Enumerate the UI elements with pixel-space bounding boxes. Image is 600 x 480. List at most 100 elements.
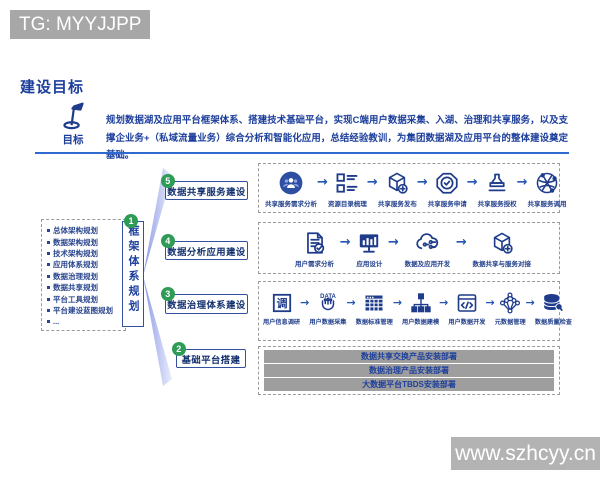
flow-step: 数据及应用开发 — [404, 230, 451, 268]
arrow-right-icon: → — [366, 175, 378, 190]
db-quality-icon — [541, 291, 565, 315]
page-title: 建设目标 — [20, 79, 85, 96]
flow-step-label: 用户数据开发 — [448, 319, 486, 326]
flow-step-label: 共享服务授权 — [477, 201, 517, 208]
arrow-right-icon: → — [416, 175, 428, 190]
divider — [35, 152, 569, 154]
platform-bars-box: 数据共享交换产品安装部署数据治理产品安装部署大数据平台TBDS安装部署 — [258, 346, 560, 395]
flow-step-label: 共享服务需求分析 — [265, 201, 317, 208]
flow-step-label: 用户信息调研 — [263, 319, 301, 326]
stage-label: 数据治理体系建设 — [167, 300, 246, 310]
flow-step: 数据标准管理 — [356, 291, 393, 326]
stage-label: 基础平台搭建 — [181, 354, 241, 365]
badge-check-icon — [434, 170, 460, 196]
plan-item-label: 平台建设蓝图规划 — [53, 305, 113, 315]
flow-step: 共享服务调用 — [528, 170, 567, 208]
plan-item-label: 应用体系规划 — [53, 260, 98, 270]
square-bullet-icon — [47, 320, 50, 324]
platform-bar: 数据共享交换产品安装部署 — [264, 350, 554, 363]
square-bullet-icon — [47, 240, 50, 244]
flow-step: 用户数据建模 — [402, 291, 439, 326]
arrow-right-icon: → — [466, 175, 478, 190]
flow-step: 数据共享与服务对接 — [472, 230, 531, 268]
flow-step-label: 资源目录梳理 — [327, 201, 367, 208]
list-item: 技术架构规划 — [47, 248, 123, 259]
arrow-right-icon: → — [300, 296, 310, 309]
plan-item-label: 数据架构规划 — [53, 237, 98, 247]
flow-step: 用户需求分析 — [295, 230, 334, 268]
flow-step-label: 数据标准管理 — [355, 319, 393, 326]
list-item: 总体架构规划 — [47, 225, 123, 236]
goal-label: 目标 — [62, 134, 84, 146]
flow-step-label: 数据及应用开发 — [404, 261, 451, 268]
network-icon — [498, 291, 522, 315]
flag-icon — [58, 100, 89, 131]
flow-step-label: 应用设计 — [356, 261, 383, 268]
svg-text:DATA: DATA — [320, 294, 336, 300]
flow-step: 元数据管理 — [495, 291, 526, 326]
flow-step: 共享服务需求分析 — [265, 170, 317, 208]
list-item: 数据治理规划 — [47, 271, 123, 282]
planning-list: 总体架构规划数据架构规划技术架构规划应用体系规划数据治理规划数据共享规划平台工具… — [41, 219, 126, 331]
arrow-right-icon: → — [388, 235, 399, 250]
cube-publish-icon — [489, 230, 515, 256]
list-item: 平台建设蓝图规划 — [47, 305, 123, 316]
list-item: 数据架构规划 — [47, 236, 123, 247]
flow-step: 数据质量检查 — [535, 291, 572, 326]
plan-item-label: 平台工具规划 — [53, 294, 98, 304]
list-item: 平台工具规划 — [47, 293, 123, 304]
square-bullet-icon — [47, 251, 50, 255]
plan-item-label: 数据治理规划 — [53, 271, 98, 281]
code-icon — [455, 291, 479, 315]
stage-number-badge: 1 — [124, 214, 138, 228]
plan-item-label: 技术架构规划 — [53, 248, 98, 258]
flow-step: 应用设计 — [356, 230, 382, 268]
plan-item-label: ... — [53, 317, 60, 327]
catalog-list-icon — [334, 170, 360, 196]
watermark: www.szhcyy.cn — [451, 437, 600, 470]
flow-step: 用户数据开发 — [448, 291, 486, 326]
flow-step-label: 共享服务发布 — [377, 201, 417, 208]
stage-label: 数据分析应用建设 — [167, 246, 246, 257]
flow-step-label: 共享服务申请 — [427, 201, 467, 208]
framework-box: 1 框架体系规划 — [122, 214, 144, 327]
square-bullet-icon — [47, 274, 50, 278]
globe-icon — [534, 170, 560, 196]
cloud-dev-icon — [414, 230, 440, 256]
flow-step: DATA 用户数据采集 — [309, 291, 346, 326]
flow-step: 共享服务授权 — [478, 170, 517, 208]
stage-number-badge: 5 — [161, 174, 175, 188]
flow-step-label: 用户数据采集 — [309, 319, 347, 326]
square-bullet-icon — [47, 286, 50, 290]
stage-number-badge: 4 — [161, 234, 175, 248]
arrow-right-icon: → — [392, 296, 403, 309]
list-item: 数据共享规划 — [47, 282, 123, 293]
square-bullet-icon — [47, 263, 50, 267]
plan-item-label: 总体架构规划 — [53, 226, 98, 236]
flow-step: 资源目录梳理 — [328, 170, 367, 208]
grid-table-icon — [362, 291, 386, 315]
arrow-right-icon: → — [516, 175, 528, 190]
arrow-right-icon: → — [525, 296, 535, 309]
flow-box: 共享服务需求分析→资源目录梳理→共享服务发布→共享服务申请→共享服务授权→共享服… — [258, 163, 567, 213]
flow-step-label: 用户需求分析 — [295, 261, 334, 268]
list-item: ... — [47, 316, 123, 327]
flow-step-label: 用户数据建模 — [402, 319, 440, 326]
stage-number-badge: 3 — [161, 287, 175, 301]
platform-bar: 大数据平台TBDS安装部署 — [264, 378, 554, 391]
square-bullet-icon — [47, 297, 50, 301]
arrow-right-icon: → — [346, 296, 356, 309]
platform-bar: 数据治理产品安装部署 — [264, 364, 554, 377]
square-bullet-icon — [47, 229, 50, 233]
doc-check-icon — [302, 230, 328, 256]
arrow-right-icon: → — [455, 235, 467, 250]
arrow-right-icon: → — [317, 175, 328, 190]
goal-text: 规划数据湖及应用平台框架体系、搭建技术基础平台，实现C端用户数据采集、入湖、治理… — [106, 114, 568, 160]
flow-step: 调用户信息调研 — [263, 291, 300, 326]
list-item: 应用体系规划 — [47, 259, 123, 270]
monitor-chart-icon — [356, 230, 382, 256]
tree-model-icon — [409, 291, 433, 315]
